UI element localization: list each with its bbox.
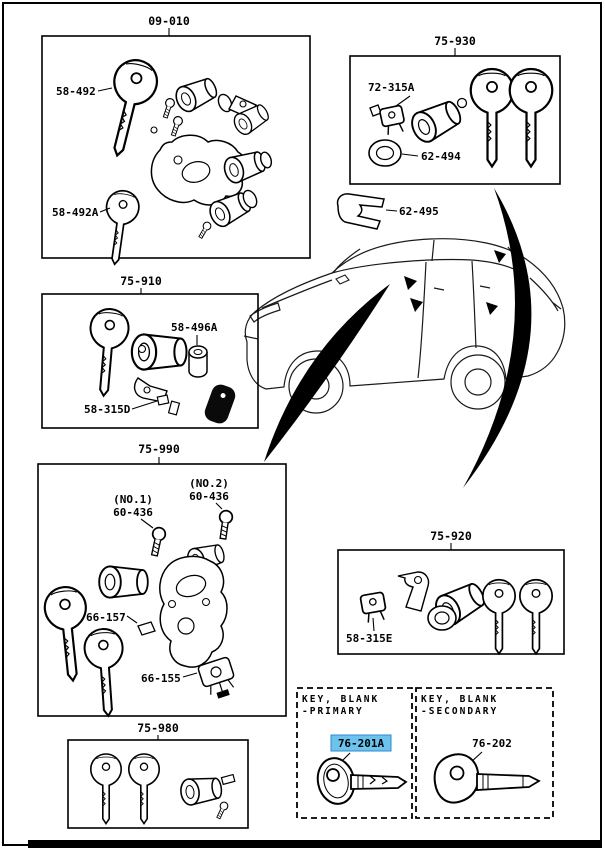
key-icon [97,187,142,268]
location-marker-icon [410,298,423,312]
key-blank-primary-box [296,687,413,819]
part-highlight [330,734,392,752]
assembly-box-75-920 [337,549,565,655]
lock-ring-drawing [368,139,402,167]
key-icon [41,583,95,684]
key-blank-secondary-box [415,687,554,819]
part-label-58-496A[interactable]: 58-496A [171,321,218,334]
bracket-drawing [133,377,168,403]
assembly-75-930: 75-930 72-315A 62-494 [349,34,561,185]
key-icon [469,67,515,168]
screw-icon [147,525,168,558]
screw-icon [196,220,213,240]
key-icon [128,753,160,825]
part-label-no1: (NO.1) [113,493,153,506]
switch-icon [378,104,408,137]
grommet-drawing [156,394,170,406]
key-icon [518,578,554,655]
lock-cylinder-icon [406,95,466,147]
part-label-no2: (NO.2) [189,477,229,490]
location-marker-icon [404,276,417,290]
assembly-box-75-930 [349,55,561,185]
part-label-66-155[interactable]: 66-155 [141,672,181,685]
lock-cylinder-icon [178,773,224,807]
lock-cylinder-icon [171,73,221,116]
part-label-62-494[interactable]: 62-494 [421,150,461,163]
part-label-60-436-no2[interactable]: 60-436 [189,490,229,503]
clip-drawing [137,621,156,636]
part-label-60-436-no1[interactable]: 60-436 [113,506,153,519]
assembly-title-09-010[interactable]: 09-010 [148,14,190,28]
part-label-58-315D[interactable]: 58-315D [84,403,131,416]
key-blank-secondary-title-line2: -SECONDARY [421,706,498,717]
key-blank-secondary-panel: KEY, BLANK -SECONDARY 76-202 [415,687,554,819]
lock-ring-drawing [427,605,457,631]
switch-icon [359,591,389,624]
assembly-75-910: 75-910 58-496A 58-315D [41,274,259,429]
location-marker-icon [494,250,506,263]
bracket-drawing [369,104,382,117]
assembly-title-75-910[interactable]: 75-910 [120,274,162,288]
part-label-76-202[interactable]: 76-202 [472,737,512,750]
screw-icon [160,96,177,120]
assembly-75-920: 75-920 58-315E [337,529,565,655]
part-label-76-201A[interactable]: 76-201A [338,737,385,750]
assembly-box-09-010 [41,35,311,259]
assembly-box-75-980 [67,739,249,829]
screw-icon [215,508,235,541]
assembly-09-010: 09-010 58-492 58-492A [41,14,311,268]
part-label-58-492[interactable]: 58-492 [56,85,96,98]
assembly-75-990: 75-990 (NO.1) 60-436 (NO.2) 60-436 66-15… [37,442,287,719]
assembly-title-75-920[interactable]: 75-920 [430,529,472,543]
grommet-drawing [167,400,181,416]
part-label-72-315A[interactable]: 72-315A [368,81,415,94]
assembly-75-980: 75-980 [67,721,249,829]
key-icon [482,578,517,655]
key-icon [83,306,132,399]
clip-drawing [336,193,385,230]
assembly-title-75-980[interactable]: 75-980 [137,721,179,735]
part-label-58-315E[interactable]: 58-315E [346,632,392,645]
bottom-bar [28,840,602,848]
part-62-495: 62-495 [336,193,439,230]
screw-icon [214,800,230,821]
key-blank-primary-title-line1: KEY, BLANK [302,694,379,705]
key-blank-primary-icon [312,753,407,809]
location-marker-icon [486,302,498,315]
assembly-title-75-930[interactable]: 75-930 [434,34,476,48]
key-blank-primary-panel: KEY, BLANK -PRIMARY 76-201A [296,687,413,819]
cap-drawing [188,352,208,378]
part-label-62-495[interactable]: 62-495 [399,205,439,218]
key-head-drawing [204,384,236,424]
key-icon [90,753,122,825]
lock-cylinder-icon [98,565,149,599]
assembly-title-75-990[interactable]: 75-990 [138,442,180,456]
assembly-box-75-910 [41,293,259,429]
pointer-swoosh-left [264,284,390,462]
part-label-58-492A[interactable]: 58-492A [52,206,99,219]
key-icon [82,626,129,719]
bracket-drawing [397,571,430,612]
assembly-box-75-990 [37,463,287,717]
screw-icon [168,114,185,138]
ignition-switch-drawing [197,656,235,699]
part-label-66-157[interactable]: 66-157 [86,611,126,624]
pointer-swoosh-right [463,188,532,488]
key-blank-secondary-title-line1: KEY, BLANK [421,694,498,705]
key-blank-primary-title-line2: -PRIMARY [302,706,364,717]
key-blank-secondary-icon [430,750,540,806]
ignition-housing-drawing [159,555,228,668]
key-icon [95,54,163,162]
key-icon [508,67,554,168]
